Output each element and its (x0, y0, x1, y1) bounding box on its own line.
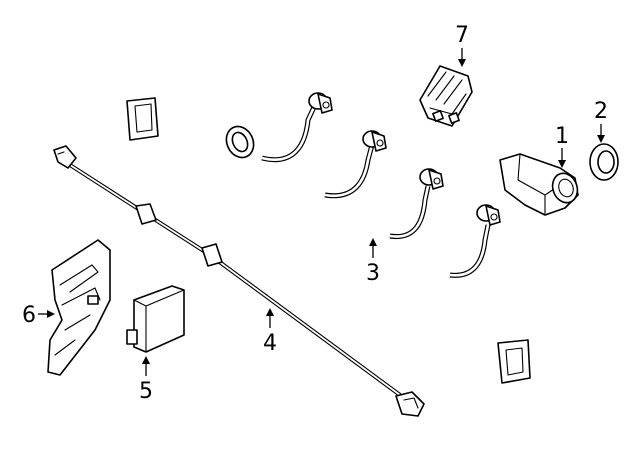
sensor-plug-2 (362, 130, 387, 152)
bumper-harness (126, 92, 547, 384)
control-module (126, 285, 185, 353)
callout-6: 6 (22, 303, 55, 328)
callout-3: 3 (366, 238, 380, 286)
callout-7: 7 (455, 23, 469, 67)
callout-5-label: 5 (139, 379, 153, 404)
sensor-plug-1 (308, 92, 333, 114)
callout-5: 5 (139, 356, 153, 404)
connecting-cable (53, 145, 425, 417)
sensor-plug-3 (419, 168, 444, 190)
sensor-retainer-ring (589, 143, 619, 181)
sensor-plug-4 (476, 204, 501, 226)
callout-2: 2 (594, 99, 608, 143)
callout-4-label: 4 (263, 331, 277, 356)
callout-2-label: 2 (594, 99, 608, 124)
callout-4: 4 (263, 308, 277, 356)
callout-1: 1 (555, 124, 569, 168)
callout-7-label: 7 (455, 23, 469, 48)
callout-3-label: 3 (366, 261, 380, 286)
callout-1-label: 1 (555, 124, 569, 149)
mounting-bracket (47, 239, 111, 376)
connector-housing (419, 65, 473, 127)
parking-sensor (499, 153, 579, 216)
callout-6-label: 6 (22, 303, 36, 328)
